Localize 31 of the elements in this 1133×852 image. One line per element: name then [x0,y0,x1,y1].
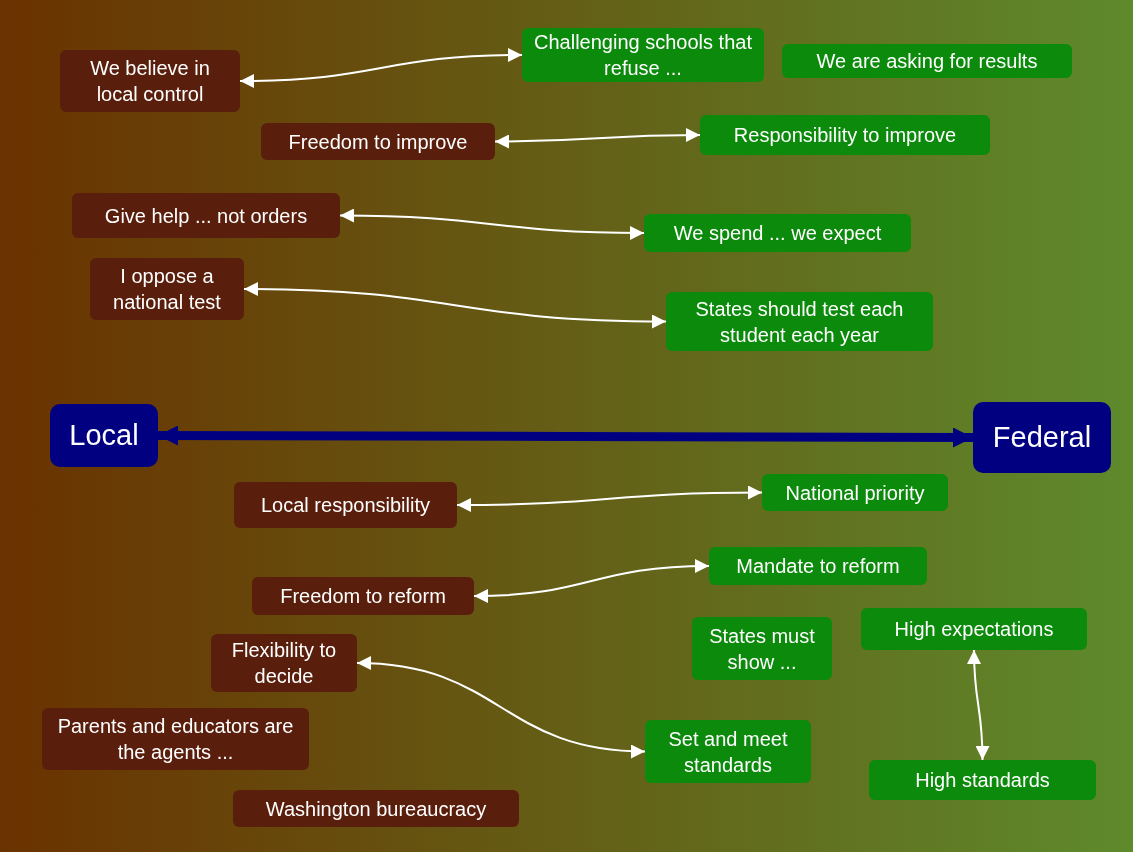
arrow [967,649,990,761]
statement-box: We are asking for results [782,44,1072,78]
statement-box: I oppose a national test [90,258,244,320]
statement-box: Freedom to improve [261,123,495,160]
statement-box: Flexibility to decide [211,634,357,692]
arrow [158,425,973,448]
arrow [243,282,667,329]
statement-box: Give help ... not orders [72,193,340,238]
statement-box: High standards [869,760,1096,800]
arrow [473,559,710,603]
arrow [456,485,763,512]
statement-box: Challenging schools that refuse ... [522,28,764,82]
statement-box: We spend ... we expect [644,214,911,252]
statement-box: Responsibility to improve [700,115,990,155]
statement-box: States must show ... [692,617,832,680]
statement-box: Freedom to reform [252,577,474,615]
statement-box: We believe in local control [60,50,240,112]
statement-box: High expectations [861,608,1087,650]
arrow [339,208,645,240]
statement-box: National priority [762,474,948,511]
statement-box: Washington bureaucracy [233,790,519,827]
arrow [356,656,646,758]
statement-box: Local responsibility [234,482,457,528]
statement-box: Mandate to reform [709,547,927,585]
statement-box: States should test each student each year [666,292,933,351]
axis-end-box: Local [50,404,158,467]
axis-end-box: Federal [973,402,1111,473]
statement-box: Set and meet standards [645,720,811,783]
statement-box: Parents and educators are the agents ... [42,708,309,770]
arrow [239,48,523,88]
arrow [494,128,701,149]
